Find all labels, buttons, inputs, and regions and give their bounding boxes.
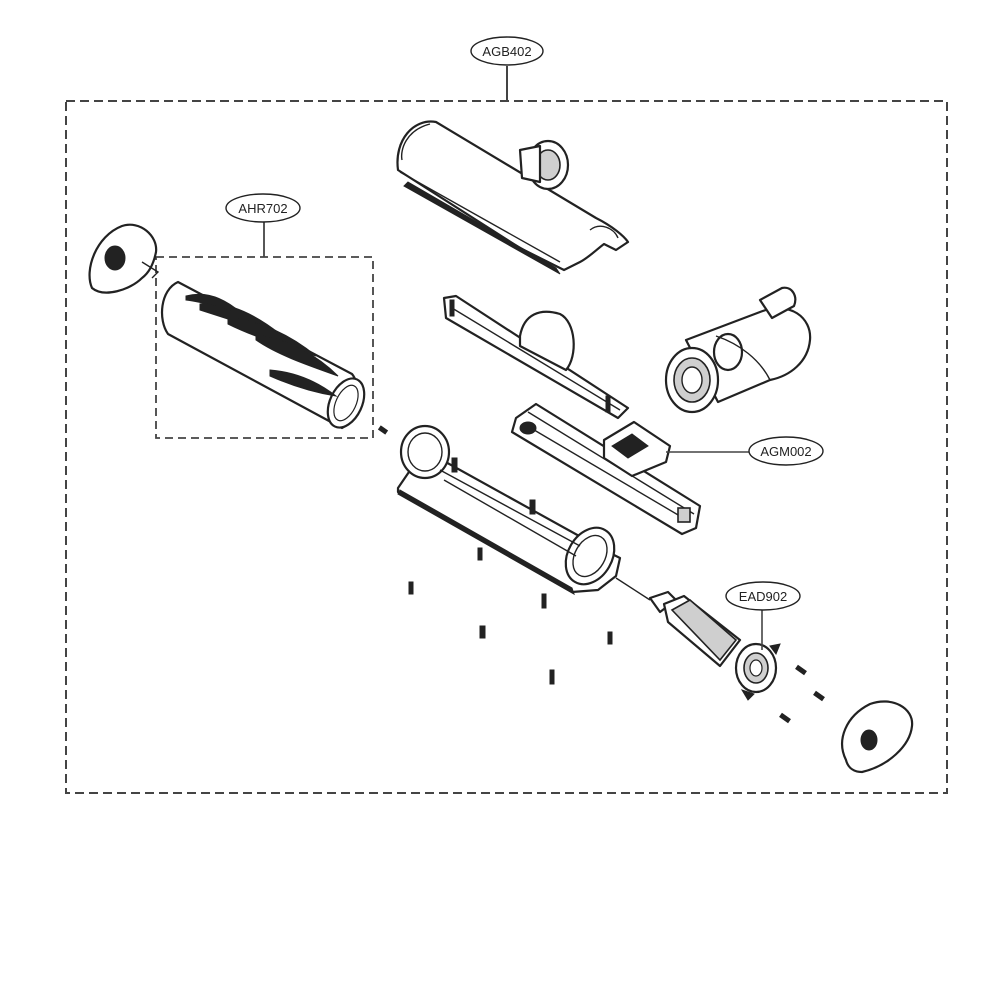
screw-icon [408,581,414,595]
brush-roll [161,280,366,430]
callout-agm002-label: AGM002 [760,444,811,459]
suction-neck-joint [664,286,812,414]
screw-icon [549,669,555,685]
callout-ead902-label: EAD902 [739,589,787,604]
motor-part [615,577,781,701]
right-end-cap [841,700,914,774]
screw-icon [795,664,807,676]
screws [377,425,825,724]
callout-agb402-label: AGB402 [482,44,531,59]
screw-icon [779,712,791,724]
screw-icon [541,593,547,609]
screw-icon [607,631,613,645]
screw-icon [813,690,825,702]
callout-agb402[interactable]: AGB402 [470,36,544,66]
callout-ead902[interactable]: EAD902 [725,581,801,611]
screw-icon [479,625,486,639]
inner-cover-strip [442,294,630,420]
left-end-cap [88,223,160,294]
callout-ahr702-label: AHR702 [238,201,287,216]
screw-icon [477,547,483,561]
callout-ahr702[interactable]: AHR702 [225,193,301,223]
callout-agm002[interactable]: AGM002 [748,436,824,466]
housing-part [510,402,702,536]
screw-icon [377,425,389,435]
top-cover [396,120,630,275]
base-tray [396,424,622,596]
